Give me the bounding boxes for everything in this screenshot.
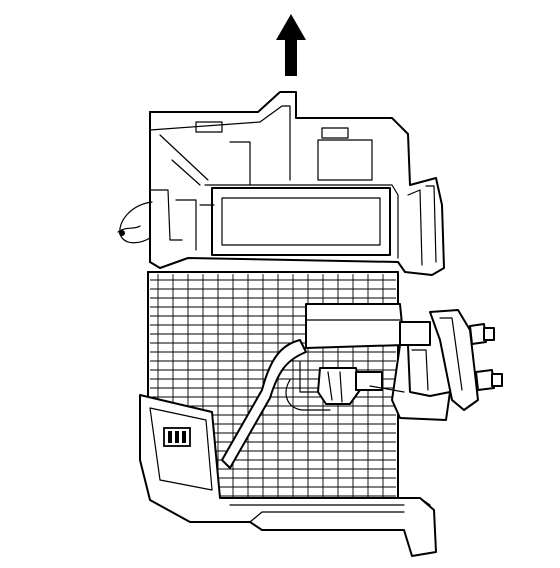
arrow-up-icon: [276, 14, 306, 76]
case-lower: [139, 394, 437, 557]
blower-case-upper: [117, 91, 445, 276]
fitting-bolt-lower: [475, 369, 503, 391]
fitting-bolt-upper: [469, 323, 495, 345]
refrigerant-lines: [221, 339, 331, 469]
expansion-valve: [305, 303, 503, 421]
